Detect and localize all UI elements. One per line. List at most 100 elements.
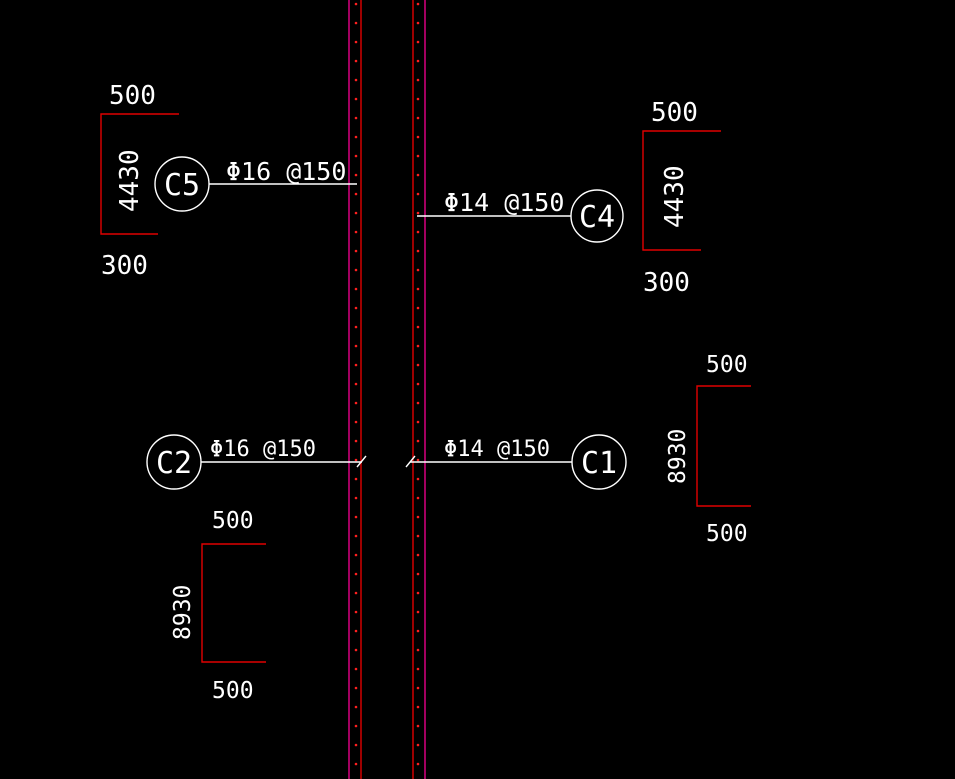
rebar-dot: [416, 78, 420, 82]
rebar-dot: [416, 306, 420, 310]
rebar-dots-left: [354, 2, 358, 766]
bar-spec-c4: Φ14 @150: [444, 188, 564, 217]
dim-side-c5: 4430: [115, 149, 145, 212]
rebar-dot: [416, 154, 420, 158]
rebar-dot: [416, 401, 420, 405]
bar-shape-line-c1: [696, 385, 751, 507]
rebar-dots-right: [416, 2, 420, 766]
rebar-dot: [416, 572, 420, 576]
dim-top-c5: 500: [109, 81, 156, 111]
rebar-dot: [416, 743, 420, 747]
dim-top-c2: 500: [212, 508, 254, 534]
rebar-dot: [416, 382, 420, 386]
rebar-dot: [416, 325, 420, 329]
rebar-dot: [354, 629, 358, 633]
rebar-dot: [416, 667, 420, 671]
rebar-dot: [416, 724, 420, 728]
rebar-dot: [354, 116, 358, 120]
bar-shape-c4: 500 4430 300: [642, 98, 721, 298]
dim-side-c4: 4430: [660, 165, 690, 228]
rebar-dot: [354, 686, 358, 690]
rebar-dot: [354, 743, 358, 747]
callout-c5[interactable]: C5 Φ16 @150: [154, 156, 357, 212]
rebar-dot: [416, 705, 420, 709]
callout-c2[interactable]: C2 Φ16 @150: [146, 434, 367, 490]
rebar-dot: [354, 230, 358, 234]
rebar-dot: [354, 135, 358, 139]
rebar-dot: [416, 192, 420, 196]
dim-top-c4: 500: [651, 98, 698, 128]
rebar-dot: [416, 249, 420, 253]
rebar-dot: [354, 667, 358, 671]
rebar-dot: [354, 344, 358, 348]
rebar-dot: [354, 705, 358, 709]
wall-section: [348, 0, 426, 779]
rebar-dot: [354, 154, 358, 158]
callout-c1[interactable]: C1 Φ14 @150: [405, 434, 627, 490]
rebar-dot: [354, 420, 358, 424]
rebar-dot: [354, 325, 358, 329]
rebar-dot: [416, 97, 420, 101]
rebar-dot: [416, 2, 420, 6]
rebar-dot: [416, 230, 420, 234]
rebar-dot: [354, 401, 358, 405]
rebar-dot: [354, 591, 358, 595]
bubble-label-c1: C1: [581, 446, 617, 481]
rebar-dot: [416, 762, 420, 766]
dim-side-c2: 8930: [170, 585, 196, 640]
rebar-dot: [354, 439, 358, 443]
dim-bottom-c4: 300: [643, 268, 690, 298]
rebar-dot: [354, 515, 358, 519]
rebar-dot: [354, 382, 358, 386]
rebar-dot: [416, 477, 420, 481]
rebar-dot: [416, 439, 420, 443]
bubble-label-c5: C5: [164, 168, 200, 203]
rebar-dot: [354, 40, 358, 44]
dim-bottom-c2: 500: [212, 678, 254, 704]
bubble-label-c4: C4: [579, 200, 615, 235]
rebar-dot: [354, 306, 358, 310]
rebar-dot: [416, 268, 420, 272]
rebar-dot: [354, 173, 358, 177]
rebar-dot: [354, 496, 358, 500]
rebar-dot: [416, 21, 420, 25]
leader-tick-c1: [405, 455, 416, 468]
rebar-dot: [416, 629, 420, 633]
rebar-dot: [354, 477, 358, 481]
rebar-dot: [354, 97, 358, 101]
rebar-dot: [416, 686, 420, 690]
callout-c4[interactable]: C4 Φ14 @150: [417, 188, 624, 243]
rebar-dot: [416, 173, 420, 177]
bar-spec-c2: Φ16 @150: [210, 437, 316, 462]
rebar-dot: [416, 515, 420, 519]
rebar-dot: [416, 344, 420, 348]
bar-shape-line-c2: [201, 543, 266, 663]
rebar-dot: [416, 534, 420, 538]
rebar-dot: [416, 116, 420, 120]
rebar-dot: [416, 553, 420, 557]
rebar-dot: [416, 363, 420, 367]
rebar-dot: [416, 135, 420, 139]
rebar-dot: [416, 59, 420, 63]
dim-bottom-c1: 500: [706, 521, 748, 547]
leader-tick-c2: [356, 455, 367, 468]
bar-shape-c1: 500 8930 500: [665, 352, 751, 547]
rebar-dot: [416, 40, 420, 44]
rebar-dot: [416, 496, 420, 500]
rebar-dot: [416, 610, 420, 614]
rebar-dot: [354, 249, 358, 253]
rebar-dot: [354, 363, 358, 367]
bubble-c1: [571, 434, 627, 490]
bar-spec-c5: Φ16 @150: [226, 157, 346, 186]
rebar-dot: [416, 287, 420, 291]
rebar-dot: [354, 458, 358, 462]
rebar-dot: [354, 21, 358, 25]
bar-shape-c2: 500 8930 500: [170, 508, 266, 704]
bar-spec-c1: Φ14 @150: [444, 437, 550, 462]
dim-side-c1: 8930: [665, 429, 691, 484]
rebar-dot: [354, 287, 358, 291]
bubble-label-c2: C2: [156, 446, 192, 481]
bar-shape-c5: 500 4430 300: [100, 81, 179, 281]
rebar-dot: [354, 192, 358, 196]
